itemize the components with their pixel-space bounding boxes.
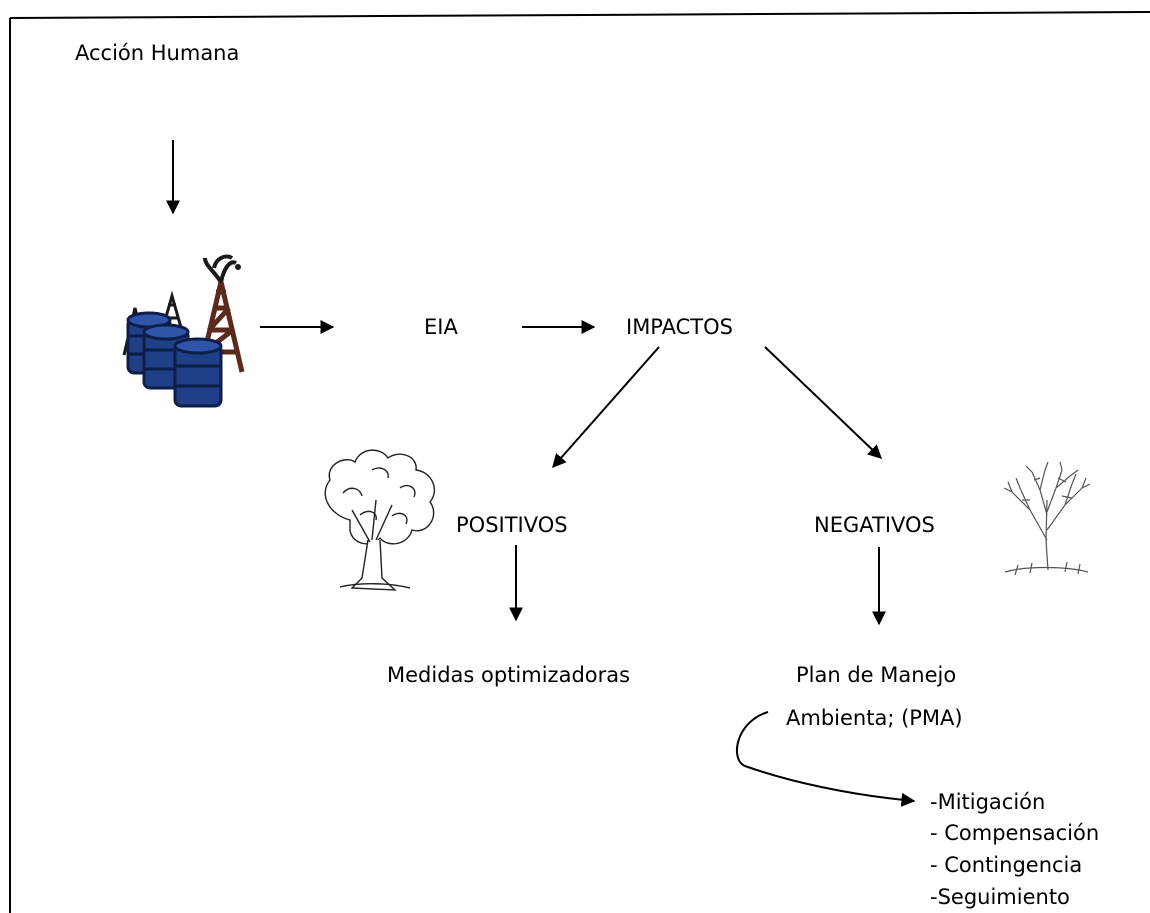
node-eia: EIA [424,315,458,339]
oil-rig-icon [122,254,245,408]
node-plan-de-manejo: Plan de Manejo [796,663,957,687]
bare-tree-icon [1003,461,1091,576]
node-impactos: IMPACTOS [626,315,733,339]
plan-item-contingencia: - Contingencia [930,853,1083,877]
frame-top-border [9,11,1150,19]
arrow-impactos-to-positivos [552,346,660,469]
arrow-impactos-to-negativos [764,346,883,459]
node-positivos: POSITIVOS [456,513,568,537]
node-medidas-optimizadoras: Medidas optimizadoras [387,663,631,687]
title-accion-humana: Acción Humana [75,41,240,65]
plan-item-mitigacion: -Mitigación [930,790,1046,814]
arrow-plan-to-items [736,711,916,807]
node-plan-ambiental: Ambienta; (PMA) [786,706,963,730]
leafy-tree-icon [324,449,435,591]
node-negativos: NEGATIVOS [814,513,935,537]
plan-item-compensacion: - Compensación [930,821,1100,845]
plan-item-seguimiento: -Seguimiento [930,885,1070,909]
